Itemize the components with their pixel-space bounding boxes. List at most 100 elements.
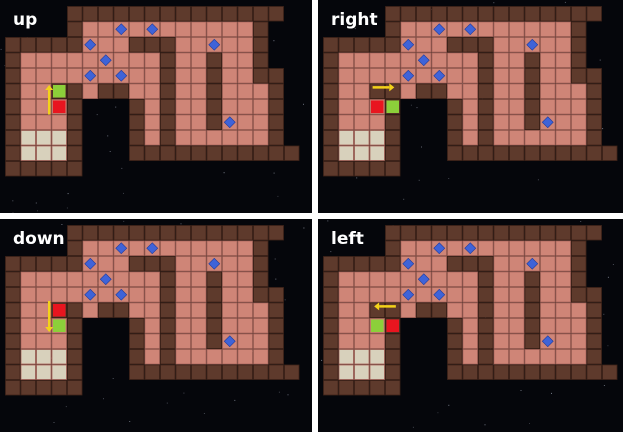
star [448, 178, 449, 179]
wall-tile [541, 7, 556, 22]
star [608, 277, 609, 278]
wall-tile [386, 334, 401, 349]
wall-tile [432, 84, 447, 99]
wall-tile [417, 226, 432, 241]
floor-tile [448, 288, 463, 303]
wall-tile [6, 53, 21, 68]
star [234, 400, 235, 401]
floor-tile [176, 115, 191, 130]
wall-tile [587, 350, 602, 365]
wall-tile [254, 69, 269, 84]
wall-tile [479, 272, 494, 287]
floor-tile [254, 84, 269, 99]
wall-tile [324, 288, 339, 303]
wall-tile [238, 146, 253, 161]
floor-tile [494, 288, 509, 303]
target-tile [52, 131, 67, 146]
wall-tile [510, 146, 525, 161]
floor-tile [432, 38, 447, 53]
floor-tile [176, 131, 191, 146]
wall-tile [479, 115, 494, 130]
wall-tile [479, 69, 494, 84]
wall-tile [161, 53, 176, 68]
wall-tile [386, 7, 401, 22]
wall-tile [223, 365, 238, 380]
star [419, 180, 420, 181]
wall-tile [324, 69, 339, 84]
floor-tile [238, 115, 253, 130]
floor-tile [510, 38, 525, 53]
floor-tile [176, 334, 191, 349]
floor-tile [572, 131, 587, 146]
floor-tile [238, 22, 253, 37]
floor-tile [223, 241, 238, 256]
floor-tile [176, 257, 191, 272]
wall-tile [572, 53, 587, 68]
floor-tile [494, 319, 509, 334]
wall-tile [114, 226, 129, 241]
star [110, 151, 111, 152]
wall-tile [37, 257, 52, 272]
floor-tile [417, 38, 432, 53]
floor-tile [223, 131, 238, 146]
floor-tile [192, 241, 207, 256]
floor-tile [192, 131, 207, 146]
wall-tile [525, 84, 540, 99]
star [421, 147, 422, 148]
floor-tile [192, 115, 207, 130]
wall-tile [6, 115, 21, 130]
wall-tile [448, 38, 463, 53]
floor-tile [52, 115, 67, 130]
wall-tile [386, 350, 401, 365]
floor-tile [541, 53, 556, 68]
wall-tile [161, 303, 176, 318]
wall-tile [130, 365, 145, 380]
floor-tile [192, 350, 207, 365]
wall-tile [479, 53, 494, 68]
floor-tile [339, 303, 354, 318]
wall-tile [386, 131, 401, 146]
wall-tile [572, 146, 587, 161]
wall-tile [207, 53, 222, 68]
floor-tile [556, 131, 571, 146]
floor-tile [417, 288, 432, 303]
wall-tile [386, 381, 401, 396]
floor-tile [223, 272, 238, 287]
floor-tile [556, 241, 571, 256]
wall-tile [541, 146, 556, 161]
star [273, 40, 274, 41]
wall-tile [386, 22, 401, 37]
star [12, 200, 13, 201]
agent-icon [371, 101, 384, 114]
floor-tile [238, 69, 253, 84]
floor-tile [254, 350, 269, 365]
wall-tile [370, 381, 385, 396]
star [303, 104, 304, 105]
wall-tile [6, 146, 21, 161]
wall-tile [432, 303, 447, 318]
wall-tile [161, 146, 176, 161]
floor-tile [21, 319, 36, 334]
floor-tile [37, 334, 52, 349]
floor-tile [238, 257, 253, 272]
floor-tile [417, 69, 432, 84]
box-icon [53, 85, 66, 98]
wall-tile [479, 100, 494, 115]
floor-tile [510, 319, 525, 334]
floor-tile [145, 319, 160, 334]
wall-tile [254, 146, 269, 161]
wall-tile [161, 115, 176, 130]
floor-tile [130, 241, 145, 256]
wall-tile [68, 334, 83, 349]
floor-tile [355, 115, 370, 130]
floor-tile [223, 303, 238, 318]
wall-tile [479, 334, 494, 349]
floor-tile [556, 257, 571, 272]
floor-tile [510, 272, 525, 287]
floor-tile [572, 84, 587, 99]
wall-tile [269, 69, 284, 84]
floor-tile [370, 288, 385, 303]
wall-tile [556, 226, 571, 241]
target-tile [52, 365, 67, 380]
star [303, 228, 304, 229]
